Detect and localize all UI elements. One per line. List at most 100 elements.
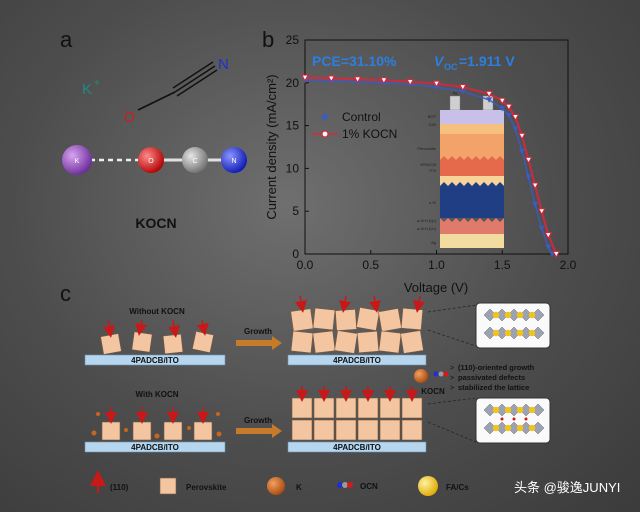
without-grains-after	[290, 295, 425, 354]
o-c-bond	[137, 91, 176, 111]
legend-marker-kocn	[321, 130, 329, 138]
layer-ito-recomb	[440, 176, 504, 186]
svg-text:>: >	[450, 385, 454, 392]
legend-perovskite-label: Perovskite	[186, 483, 227, 492]
n-label: N	[218, 56, 229, 73]
kocn-title: KOCN	[135, 215, 176, 231]
y-tick-label: 0	[292, 247, 299, 261]
substrate-label-top-left: 4PADCB/ITO	[131, 356, 179, 365]
legend-label-kocn: 1% KOCN	[342, 127, 397, 141]
point-control	[486, 97, 493, 103]
layer-a-si-bottom	[440, 218, 504, 234]
n-atom-sphere: N	[221, 147, 247, 173]
chart-legend: Control 1% KOCN	[312, 110, 397, 141]
panel-a: a K + O - N K O C N KOCN	[60, 27, 247, 231]
o-charge: -	[122, 101, 126, 115]
point-control	[538, 225, 545, 232]
point-kocn	[524, 156, 533, 164]
k-atom-sphere: K	[62, 145, 92, 175]
point-kocn	[531, 182, 539, 190]
legend-perovskite-icon	[159, 477, 177, 495]
point-kocn	[537, 208, 546, 216]
x-tick-label: 2.0	[560, 258, 577, 272]
point-kocn	[518, 132, 526, 140]
x-tick-label: 0.5	[362, 258, 379, 272]
point-kocn	[406, 78, 415, 86]
y-tick-label: 15	[286, 119, 300, 133]
substrate-bottom-left	[84, 441, 226, 453]
ag-contact-left	[449, 95, 461, 111]
kocn-icon: KOCN	[414, 369, 449, 396]
legend-ocn-n	[337, 482, 343, 488]
layer-bottom-ag	[440, 234, 504, 248]
legend-ocn-label: OCN	[360, 482, 378, 491]
without-grains-before	[100, 319, 215, 355]
point-kocn	[485, 90, 493, 98]
point-control	[518, 148, 525, 155]
layer-bcp-c60	[440, 110, 504, 124]
point-control	[505, 112, 512, 119]
growth-label-bottom: Growth	[244, 416, 272, 425]
substrate-label-bottom-right: 4PADCB/ITO	[333, 443, 381, 452]
x-tick-label: 1.5	[494, 258, 511, 272]
stack-label-asi-in: a-Si:H (i/n)	[417, 226, 437, 231]
with-grains-after	[291, 386, 423, 441]
panel-c: c Without KOCN 4PADCB/ITO Growth	[60, 281, 551, 496]
legend-orientation-label: (110)	[110, 483, 129, 492]
point-kocn	[544, 232, 553, 240]
legend-k-icon	[267, 477, 285, 495]
point-kocn	[552, 251, 561, 259]
voc-value: =1.911 V	[459, 53, 515, 69]
point-control	[525, 174, 532, 180]
n-atom-label: N	[231, 158, 236, 165]
stack-label-n-si: n-Si	[429, 200, 436, 205]
point-kocn	[380, 77, 388, 85]
point-control	[545, 244, 552, 251]
voc-sub: OC	[444, 62, 458, 72]
jv-series-layer	[301, 74, 561, 259]
stack-label-ag-bottom: Ag	[431, 240, 436, 245]
c-atom-label: C	[192, 158, 197, 165]
benefit-2: passivated defects	[458, 373, 525, 382]
lattice-inset-bottom	[475, 397, 551, 444]
o-atom-label: O	[148, 158, 154, 165]
c-n-triple-bond-3	[176, 69, 218, 97]
substrate-top-right	[287, 354, 427, 366]
point-kocn	[327, 75, 336, 83]
substrate-top-left	[84, 354, 226, 366]
c-n-triple-bond-2	[172, 61, 214, 89]
layer-top-ito	[440, 124, 504, 134]
stack-label-ag-left: Ag	[453, 90, 458, 95]
pce-text: PCE=31.10%	[312, 53, 397, 69]
device-stack-inset: Ag Ag BCP C60 Perovskite 4PADCB ITO n-Si…	[417, 90, 504, 248]
lattice-inset-top	[475, 302, 551, 349]
stack-label-c60: C60	[429, 122, 437, 127]
panel-a-letter: a	[60, 27, 73, 52]
benefit-1: (110)-oriented growth	[458, 363, 535, 372]
x-tick-label: 0.0	[297, 258, 314, 272]
layer-n-si	[440, 182, 504, 218]
legend-ocn-c	[342, 482, 348, 488]
plot-frame	[304, 39, 569, 255]
y-tick-label: 20	[286, 76, 300, 90]
k-ion-label: K	[82, 81, 92, 98]
c-n-triple-bond-1	[174, 65, 216, 93]
with-kocn-label: With KOCN	[135, 390, 178, 399]
svg-text:>: >	[450, 365, 454, 372]
point-kocn	[353, 76, 362, 84]
point-control	[459, 88, 466, 95]
legend-label-control: Control	[342, 110, 381, 124]
layer-perovskite	[440, 134, 504, 160]
o-label: O	[124, 109, 135, 125]
with-grains-before	[91, 407, 222, 441]
x-axis-label: Voltage (V)	[404, 280, 468, 295]
growth-arrow-bottom	[236, 424, 282, 438]
legend-facs-icon	[418, 476, 438, 496]
point-control	[532, 201, 539, 208]
layer-interface-zigzag-top	[440, 156, 504, 176]
y-tick-label: 10	[286, 161, 300, 175]
stack-label-bcp: BCP	[428, 114, 437, 119]
y-tick-label: 5	[292, 204, 299, 218]
